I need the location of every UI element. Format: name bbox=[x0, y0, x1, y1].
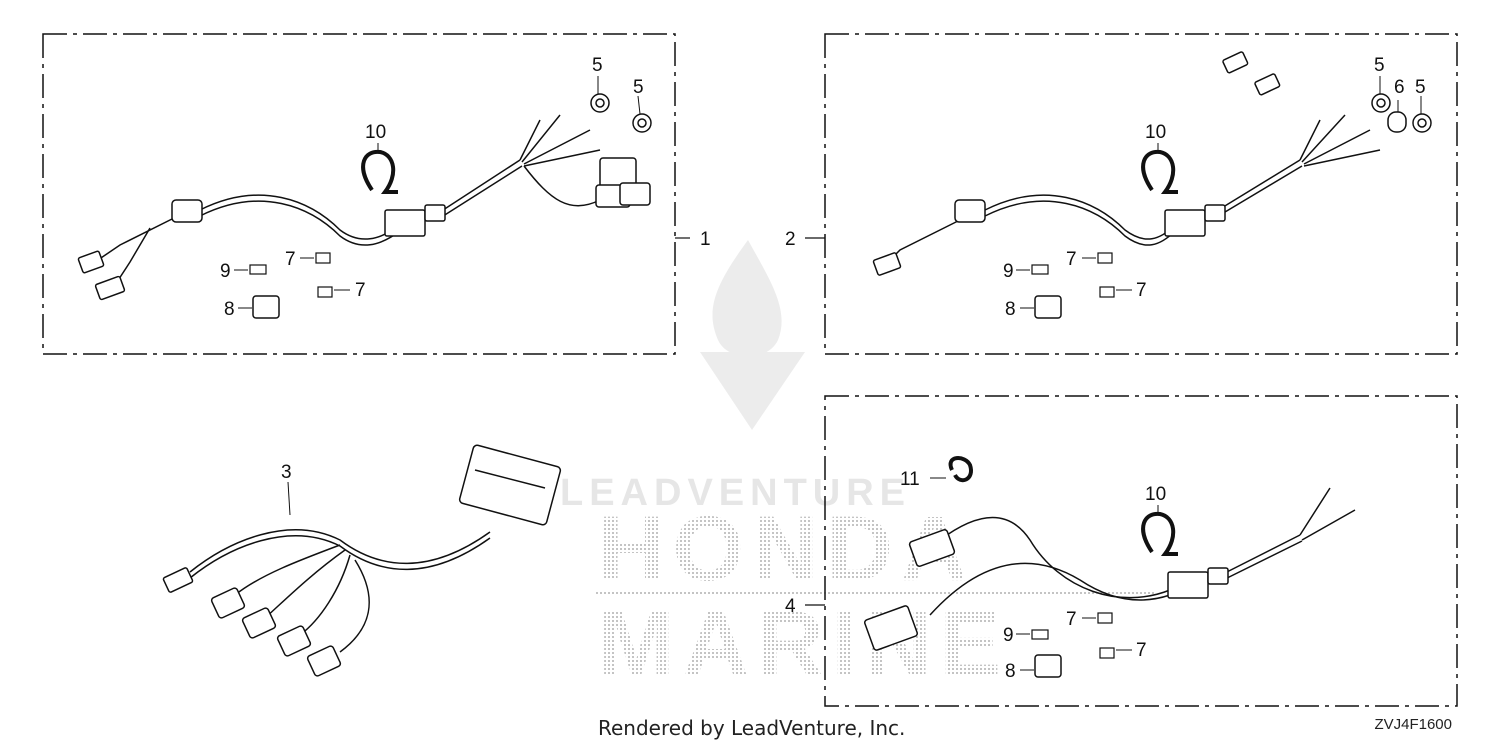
harness-connector bbox=[872, 199, 1226, 276]
callout-7: 7 bbox=[1066, 249, 1077, 270]
kit-panel-1: 1 5 5 10 7 7 9 8 bbox=[42, 33, 711, 355]
grommet-icon bbox=[590, 93, 652, 133]
watermark: LEADVENTURE HONDA MARINE bbox=[560, 240, 1155, 695]
flame-logo-icon bbox=[700, 240, 805, 430]
callout-5: 5 bbox=[1415, 77, 1426, 98]
kit-panel-2: 2 5 6 5 10 7 7 9 8 bbox=[785, 33, 1458, 355]
grommet-icon bbox=[1371, 93, 1432, 133]
callout-8: 8 bbox=[1005, 661, 1016, 682]
clamp-icon bbox=[1141, 149, 1178, 194]
callout-11: 11 bbox=[900, 469, 920, 490]
callout-4: 4 bbox=[785, 596, 796, 617]
cap-icon bbox=[1034, 295, 1062, 319]
seal-icon bbox=[1031, 629, 1049, 640]
wire-harness bbox=[189, 529, 491, 653]
callout-6: 6 bbox=[1394, 77, 1405, 98]
callout-7: 7 bbox=[355, 280, 366, 301]
cap-icon bbox=[1034, 654, 1062, 678]
part-3-harness: 3 bbox=[162, 444, 562, 677]
kit-panel-4: 4 11 10 7 7 9 8 bbox=[785, 51, 1458, 707]
seal-icon bbox=[249, 264, 267, 275]
wire-harness bbox=[94, 114, 601, 286]
diagram-code: ZVJ4F1600 bbox=[1374, 716, 1452, 733]
clip-icon bbox=[948, 456, 973, 483]
callout-7: 7 bbox=[1136, 280, 1147, 301]
watermark-rule bbox=[595, 592, 1155, 596]
callout-7: 7 bbox=[1136, 640, 1147, 661]
callout-1: 1 bbox=[700, 229, 711, 250]
clamp-icon bbox=[1141, 511, 1178, 556]
seal-icon bbox=[1031, 264, 1049, 275]
harness-connector bbox=[864, 51, 1281, 651]
callout-5: 5 bbox=[1374, 55, 1385, 76]
callout-10: 10 bbox=[1145, 484, 1166, 505]
watermark-marine-text: MARINE bbox=[598, 593, 1009, 695]
harness-connector bbox=[162, 444, 562, 677]
callout-10: 10 bbox=[1145, 122, 1166, 143]
wire-harness bbox=[929, 487, 1356, 616]
callout-7: 7 bbox=[1066, 609, 1077, 630]
callout-9: 9 bbox=[220, 261, 231, 282]
wire-harness bbox=[887, 114, 1381, 263]
rendered-by-credit: Rendered by LeadVenture, Inc. bbox=[598, 716, 906, 740]
callout-8: 8 bbox=[1005, 299, 1016, 320]
callout-5: 5 bbox=[633, 77, 644, 98]
terminal-icon bbox=[315, 252, 333, 298]
harness-connector bbox=[77, 157, 651, 301]
terminal-icon bbox=[1097, 252, 1115, 298]
callout-7: 7 bbox=[285, 249, 296, 270]
callout-2: 2 bbox=[785, 229, 796, 250]
callout-9: 9 bbox=[1003, 625, 1014, 646]
sleeve-icon bbox=[1387, 111, 1407, 133]
watermark-vendor-text: LEADVENTURE bbox=[560, 472, 911, 514]
callout-3: 3 bbox=[281, 462, 292, 483]
clamp-icon bbox=[361, 149, 398, 194]
callout-10: 10 bbox=[365, 122, 386, 143]
panel-border bbox=[824, 33, 1458, 355]
callout-8: 8 bbox=[224, 299, 235, 320]
callout-9: 9 bbox=[1003, 261, 1014, 282]
cap-icon bbox=[252, 295, 280, 319]
callout-5: 5 bbox=[592, 55, 603, 76]
terminal-icon bbox=[1097, 612, 1115, 659]
watermark-honda-text: HONDA bbox=[598, 498, 975, 600]
panel-border bbox=[824, 395, 1458, 707]
panel-border bbox=[42, 33, 676, 355]
